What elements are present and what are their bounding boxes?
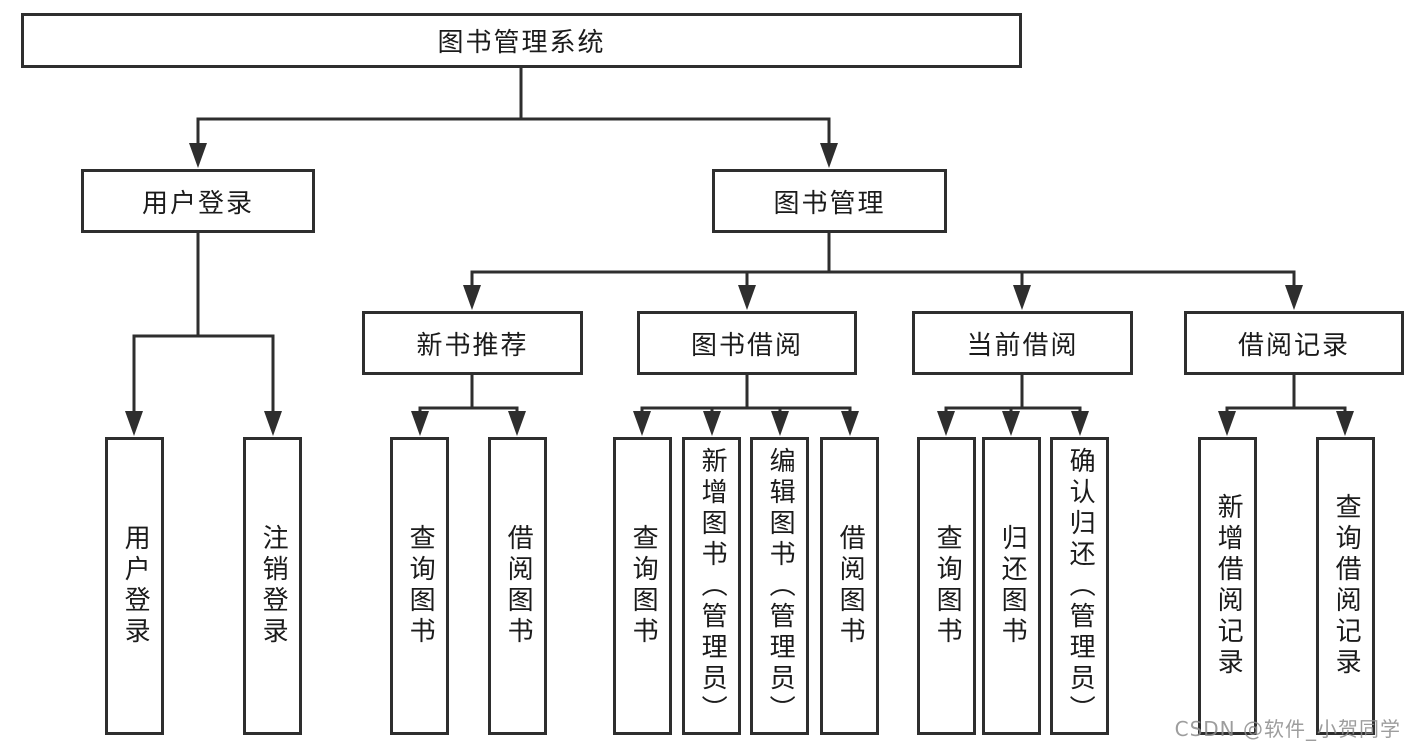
leaf-borrow-books-borrowing: 借阅图书: [820, 437, 879, 735]
leaf-query-books-current: 查询图书: [917, 437, 976, 735]
leaf-borrow-books-borrowing-label: 借阅图书: [835, 524, 866, 648]
leaf-edit-books-admin: 编辑图书（管理员）: [750, 437, 809, 735]
leaf-return-books: 归还图书: [982, 437, 1041, 735]
connector-book-management: [470, 233, 1296, 286]
leaf-add-borrow-record: 新增借阅记录: [1198, 437, 1257, 735]
csdn-watermark: CSDN @软件_小贺同学: [1174, 717, 1401, 741]
leaf-query-books-borrowing: 查询图书: [613, 437, 672, 735]
leaf-query-borrow-record-label: 查询借阅记录: [1331, 493, 1362, 679]
node-book-borrowing: 图书借阅: [637, 311, 857, 375]
leaf-confirm-return-admin: 确认归还（管理员）: [1050, 437, 1109, 735]
leaf-query-borrow-record: 查询借阅记录: [1316, 437, 1375, 735]
leaf-query-books-borrowing-label: 查询图书: [628, 524, 659, 648]
connector-current-borrowing: [944, 375, 1082, 412]
arrowheads-level3: [463, 285, 1303, 310]
arrowheads-book-borrowing: [633, 411, 859, 436]
leaf-query-books-recommend: 查询图书: [390, 437, 449, 735]
node-new-book-recommend: 新书推荐: [362, 311, 583, 375]
node-root-system: 图书管理系统: [21, 13, 1022, 68]
node-book-borrowing-label: 图书借阅: [690, 330, 803, 361]
leaf-logout-action: 注销登录: [243, 437, 302, 735]
node-current-borrowing: 当前借阅: [912, 311, 1133, 375]
leaf-user-login-action: 用户登录: [105, 437, 164, 735]
leaf-query-books-current-label: 查询图书: [932, 524, 963, 648]
leaf-return-books-label: 归还图书: [997, 524, 1028, 648]
leaf-add-books-admin: 新增图书（管理员）: [682, 437, 741, 735]
leaf-user-login-action-label: 用户登录: [120, 524, 151, 648]
connector-borrow-records: [1225, 375, 1347, 412]
leaf-edit-books-admin-label: 编辑图书（管理员）: [765, 446, 796, 726]
connector-book-borrowing: [640, 375, 852, 412]
arrowheads-user-login: [125, 411, 282, 436]
arrowheads-new-book-recommend: [411, 411, 526, 436]
arrowheads-borrow-records: [1218, 411, 1354, 436]
node-book-management: 图书管理: [712, 169, 947, 233]
node-user-login: 用户登录: [81, 169, 315, 233]
node-borrow-records: 借阅记录: [1184, 311, 1404, 375]
node-borrow-records-label: 借阅记录: [1237, 330, 1350, 361]
leaf-borrow-books-recommend: 借阅图书: [488, 437, 547, 735]
node-new-book-recommend-label: 新书推荐: [416, 330, 529, 361]
node-user-login-label: 用户登录: [141, 188, 254, 219]
leaf-logout-action-label: 注销登录: [258, 524, 289, 648]
arrowheads-current-borrowing: [937, 411, 1089, 436]
node-root-system-label: 图书管理系统: [437, 28, 606, 58]
connector-new-book-recommend: [418, 375, 519, 412]
node-current-borrowing-label: 当前借阅: [966, 330, 1079, 361]
leaf-borrow-books-recommend-label: 借阅图书: [503, 524, 534, 648]
leaf-confirm-return-admin-label: 确认归还（管理员）: [1065, 446, 1096, 726]
leaf-query-books-recommend-label: 查询图书: [405, 524, 436, 648]
node-book-management-label: 图书管理: [773, 188, 886, 219]
arrowheads-level2: [189, 143, 838, 168]
leaf-add-books-admin-label: 新增图书（管理员）: [697, 446, 728, 726]
connector-user-login: [132, 233, 275, 412]
connector-root-to-level2: [196, 68, 831, 144]
leaf-add-borrow-record-label: 新增借阅记录: [1213, 493, 1244, 679]
